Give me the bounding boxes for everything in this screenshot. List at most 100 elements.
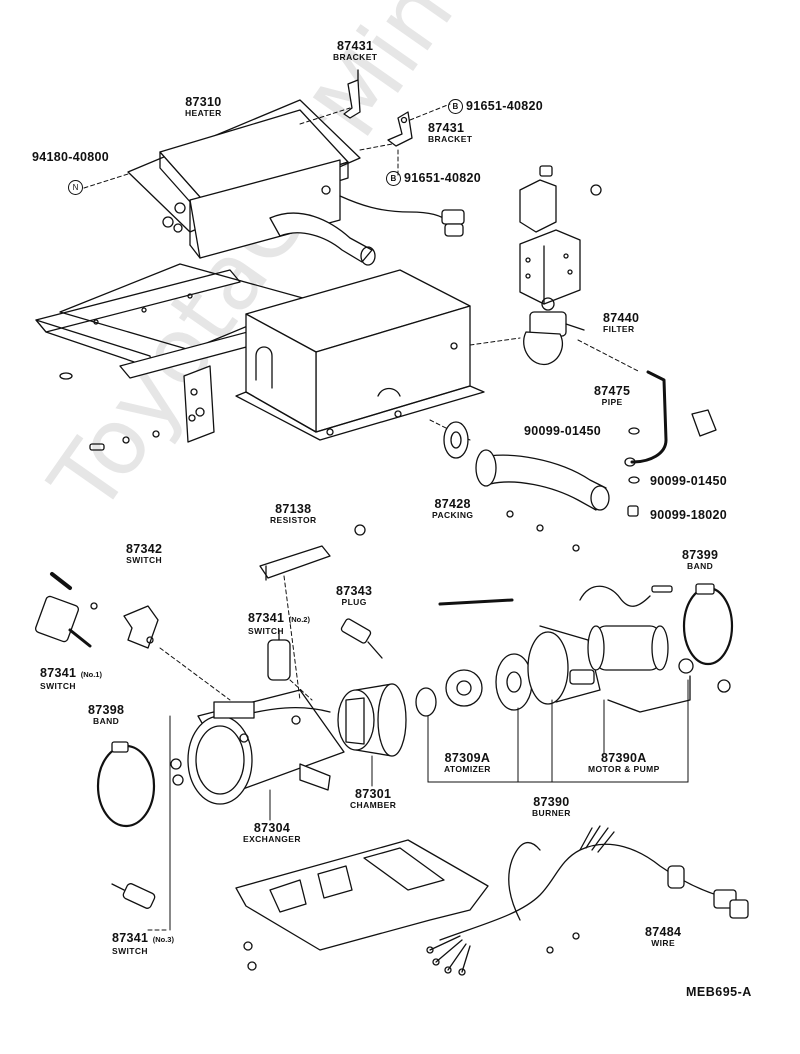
label-bracket-mid-number: 87431 <box>428 121 465 135</box>
label-burner-number: 87390 <box>533 795 570 809</box>
atomizer-part <box>415 669 483 717</box>
label-screw: 90099-18020 <box>650 508 727 522</box>
label-plug-name: PLUG <box>341 597 367 608</box>
label-motor-pump: 87390A MOTOR & PUMP <box>588 751 660 775</box>
label-chamber-name: CHAMBER <box>350 800 397 811</box>
label-heater: 87310 HEATER <box>185 95 222 119</box>
plate <box>183 365 215 443</box>
label-heater-number: 87310 <box>185 95 222 109</box>
label-wire: 87484 WIRE <box>645 925 682 949</box>
wire-harness <box>426 825 749 976</box>
switch-plate <box>123 605 159 649</box>
label-switch-no1-number: 87341 <box>40 666 77 680</box>
label-bracket-top-name: BRACKET <box>333 52 378 63</box>
exchanger-part <box>170 689 345 805</box>
diagram-reference-code: MEB695-A <box>686 985 752 999</box>
relay-box <box>519 165 602 305</box>
label-atomizer-name: ATOMIZER <box>444 764 491 775</box>
label-resistor-number: 87138 <box>275 502 312 516</box>
label-switch-a-number: 87342 <box>126 542 163 556</box>
label-pipe-number: 87475 <box>594 384 631 398</box>
label-motor-pump-name: MOTOR & PUMP <box>588 764 660 775</box>
band-left-part <box>96 741 156 828</box>
b-mark-icon: B <box>448 99 463 115</box>
lower-cover <box>235 269 485 441</box>
resistor-part <box>259 524 366 581</box>
label-plug: 87343 PLUG <box>336 584 373 608</box>
label-exchanger-name: EXCHANGER <box>243 834 301 845</box>
label-packing-number: 87428 <box>434 497 471 511</box>
label-band-right-name: BAND <box>687 561 714 572</box>
label-band-right: 87399 BAND <box>682 548 719 572</box>
label-exchanger: 87304 EXCHANGER <box>243 821 301 845</box>
label-bolt-b1-number: 91651-40820 <box>466 99 543 113</box>
motor-pump-part <box>579 585 731 713</box>
label-chamber-number: 87301 <box>354 787 392 801</box>
switch-no1-part <box>35 572 98 648</box>
label-switch-no3-name: SWITCH <box>112 945 148 956</box>
plug-part <box>340 618 383 659</box>
label-switch-a: 87342 SWITCH <box>126 542 163 566</box>
switch-no2-part <box>267 629 291 681</box>
label-heater-name: HEATER <box>185 108 222 119</box>
label-resistor-name: RESISTOR <box>270 515 317 526</box>
band-right-part <box>682 583 734 666</box>
label-switch-no2-name: SWITCH <box>248 625 284 636</box>
label-washer-1: 90099-01450 <box>524 424 601 438</box>
label-bracket-top-number: 87431 <box>337 39 374 53</box>
heater-unit <box>127 99 465 266</box>
label-resistor: 87138 RESISTOR <box>270 502 317 526</box>
n-mark-icon: N <box>68 180 83 195</box>
label-bolt-b2-number: 91651-40820 <box>404 171 481 185</box>
packing-part <box>443 421 610 552</box>
bottom-plate <box>235 839 489 971</box>
label-washer-2: 90099-01450 <box>650 474 727 488</box>
burner-part <box>438 598 601 711</box>
label-packing: 87428 PACKING <box>432 497 474 521</box>
label-switch-no1-sub: (No.1) <box>80 670 102 679</box>
label-exchanger-number: 87304 <box>253 821 291 835</box>
label-switch-no3-sub: (No.3) <box>152 935 174 944</box>
label-burner: 87390 BURNER <box>532 795 571 819</box>
label-switch-no2: 87341 (No.2) SWITCH <box>248 610 310 636</box>
switch-no3-part <box>111 883 156 909</box>
label-atomizer-number: 87309A <box>444 751 491 765</box>
label-plug-number: 87343 <box>336 584 373 598</box>
label-filter-name: FILTER <box>603 324 635 335</box>
label-switch-no3: 87341 (No.3) SWITCH <box>112 930 174 956</box>
label-bolt-n: 94180-40800 <box>32 150 109 164</box>
small-bolts <box>59 372 402 451</box>
label-pipe-name: PIPE <box>601 397 623 408</box>
label-switch-a-name: SWITCH <box>126 555 163 566</box>
label-band-left-number: 87398 <box>88 703 125 717</box>
label-bolt-n-number: 94180-40800 <box>32 150 109 164</box>
label-burner-name: BURNER <box>532 808 571 819</box>
label-atomizer: 87309A ATOMIZER <box>444 751 491 775</box>
filter-part <box>523 297 585 366</box>
label-band-right-number: 87399 <box>682 548 719 562</box>
pipe-part <box>624 370 717 517</box>
label-band-left-name: BAND <box>93 716 120 727</box>
bracket-top <box>343 69 361 119</box>
leader-lines <box>169 679 689 931</box>
label-pipe: 87475 PIPE <box>594 384 631 408</box>
label-packing-name: PACKING <box>432 510 474 521</box>
label-band-left: 87398 BAND <box>88 703 125 727</box>
label-switch-no3-number: 87341 <box>112 931 149 945</box>
label-wire-number: 87484 <box>645 925 682 939</box>
label-wire-name: WIRE <box>651 938 676 949</box>
label-bracket-mid-name: BRACKET <box>428 134 473 145</box>
chamber-part <box>337 683 407 757</box>
label-bracket-top: 87431 BRACKET <box>333 39 378 63</box>
label-bracket-mid: 87431 BRACKET <box>428 121 473 145</box>
bracket-mid <box>387 111 413 147</box>
label-chamber: 87301 CHAMBER <box>350 787 397 811</box>
b-mark-icon: B <box>386 171 401 187</box>
label-motor-pump-number: 87390A <box>601 751 647 765</box>
label-filter: 87440 FILTER <box>603 311 639 335</box>
label-switch-no2-sub: (No.2) <box>288 615 310 624</box>
